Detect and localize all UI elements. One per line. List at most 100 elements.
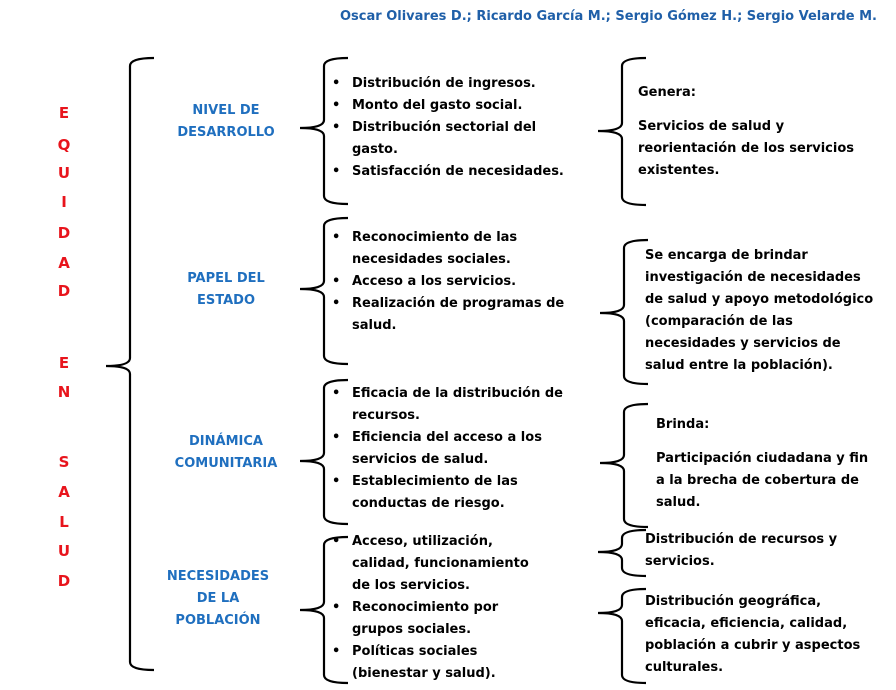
factor-line: calidad, funcionamiento (352, 556, 529, 571)
category-line: ESTADO (196, 293, 255, 308)
factor-line: Políticas sociales (352, 644, 478, 659)
category-line: NECESIDADES (166, 569, 270, 584)
factor-line: Monto del gasto social. (352, 98, 523, 113)
result-line: Distribución geográfica, (645, 594, 822, 609)
factor-item: Reconocimiento por grupos sociales. (328, 597, 588, 641)
category-line: POBLACIÓN (175, 613, 261, 628)
factor-line: de los servicios. (352, 578, 470, 593)
result-line: reorientación de los servicios (638, 141, 854, 156)
factor-line: grupos sociales. (352, 622, 472, 637)
factor-line: Acceso a los servicios. (352, 274, 517, 289)
factor-list: Reconocimiento de las necesidades sociale… (328, 227, 588, 337)
result-line: de salud y apoyo metodológico (645, 292, 874, 307)
result-text: Distribución de recursos y servicios. (645, 529, 885, 573)
category-line: DE LA (196, 591, 240, 606)
factor-list: Eficacia de la distribución derecursos.E… (328, 383, 588, 515)
curly-brace (299, 216, 349, 366)
category-label: NIVEL DE DESARROLLO (160, 100, 292, 144)
result-line: salud entre la población). (645, 358, 833, 373)
title-letter: N (57, 383, 71, 401)
curly-brace (599, 402, 649, 529)
title-letter: E (58, 104, 70, 122)
category-label: DINÁMICA COMUNITARIA (160, 431, 292, 475)
title-letter: E (58, 354, 70, 372)
title-letter: I (61, 193, 67, 211)
result-line: a la brecha de cobertura de (656, 473, 859, 488)
factor-line: Realización de programas de (352, 296, 565, 311)
factor-list: Acceso, utilización, calidad, funcionamie… (328, 531, 588, 685)
title-letter: L (59, 513, 69, 531)
curly-brace (599, 238, 649, 386)
title-letter: U (57, 542, 71, 560)
result-line: población a cubrir y aspectos (645, 638, 861, 653)
factor-line: salud. (352, 318, 397, 333)
factor-item: Acceso, utilización, calidad, funcionamie… (328, 531, 588, 597)
factor-line: servicios de salud. (352, 452, 489, 467)
factor-line: gasto. (352, 142, 398, 157)
title-letter: U (57, 164, 71, 182)
category-line: PAPEL DEL (187, 271, 265, 286)
result-line: Participación ciudadana y fin (656, 451, 869, 466)
curly-brace (105, 56, 155, 672)
result-heading: Brinda: (656, 417, 710, 432)
factor-line: Satisfacción de necesidades. (352, 164, 564, 179)
factor-line: Establecimiento de las (352, 474, 518, 489)
factor-item: Eficiencia del acceso a los servicios de … (328, 427, 588, 471)
title-letter: D (57, 572, 71, 590)
factor-item: Realización de programas de salud. (328, 293, 588, 337)
category-line: DINÁMICA (189, 434, 263, 449)
factor-line: (bienestar y salud). (352, 666, 496, 681)
curly-brace (597, 587, 647, 685)
factor-item: Políticas sociales (bienestar y salud). (328, 641, 588, 685)
factor-line: Distribución sectorial del (352, 120, 537, 135)
category-line: NIVEL DE (192, 103, 260, 118)
result-line: existentes. (638, 163, 720, 178)
result-heading: Genera: (638, 85, 696, 100)
title-letter: D (57, 282, 71, 300)
title-letter: A (58, 483, 70, 501)
spacer (638, 104, 878, 116)
factor-line: Eficacia de la distribución de (352, 386, 563, 401)
category-line: COMUNITARIA (174, 456, 278, 471)
curly-brace (299, 378, 349, 526)
category-line: DESARROLLO (177, 125, 275, 140)
result-line: Se encarga de brindar (645, 248, 808, 263)
title-letter: D (57, 224, 71, 242)
factor-item: Distribución de ingresos. (328, 73, 588, 95)
result-line: (comparación de las (645, 314, 793, 329)
title-letter: S (58, 453, 70, 471)
factor-line: Eficiencia del acceso a los (352, 430, 542, 445)
factor-item: Establecimiento de las conductas de riesg… (328, 471, 588, 515)
factor-line: conductas de riesgo. (352, 496, 505, 511)
result-line: servicios. (645, 554, 715, 569)
factor-item: Monto del gasto social. (328, 95, 588, 117)
factor-line: recursos. (352, 408, 420, 423)
factor-line: Acceso, utilización, (352, 534, 493, 549)
result-line: salud. (656, 495, 701, 510)
curly-brace (597, 528, 647, 578)
factor-line: Distribución de ingresos. (352, 76, 536, 91)
authors-line: Oscar Olivares D.; Ricardo García M.; Se… (340, 9, 877, 24)
factor-item: Eficacia de la distribución de recursos. (328, 383, 588, 427)
spacer (656, 436, 886, 448)
factor-line: Reconocimiento de las (352, 230, 518, 245)
result-line: culturales. (645, 660, 724, 675)
curly-brace (597, 56, 647, 207)
result-line: investigación de necesidades (645, 270, 861, 285)
factor-item: Distribución sectorial del gasto. (328, 117, 588, 161)
factor-item: Acceso a los servicios. (328, 271, 588, 293)
result-line: eficacia, eficiencia, calidad, (645, 616, 848, 631)
category-label: PAPEL DEL ESTADO (160, 268, 292, 312)
result-text: Se encarga de brindar investigación de ne… (645, 245, 890, 377)
result-text: Distribución geográfica, eficacia, eficie… (645, 591, 885, 679)
factor-line: Reconocimiento por (352, 600, 499, 615)
result-line: necesidades y servicios de (645, 336, 841, 351)
factor-line: necesidades sociales. (352, 252, 511, 267)
title-letter: A (58, 254, 70, 272)
factor-item: Reconocimiento de las necesidades sociale… (328, 227, 588, 271)
result-line: Distribución de recursos y (645, 532, 838, 547)
factor-list: Distribución de ingresos. Monto del gasto… (328, 73, 588, 183)
curly-brace (299, 535, 349, 685)
